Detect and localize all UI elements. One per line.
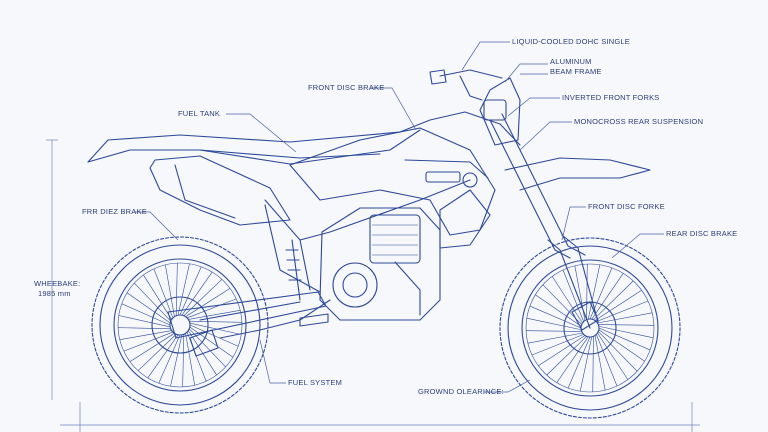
wheel-spoke <box>126 292 171 324</box>
front-end <box>429 69 651 331</box>
wheel-spoke <box>591 273 624 320</box>
wheel-spoke <box>137 334 177 371</box>
label-wheelbase-line1: WHEEBAKE: <box>34 279 80 288</box>
wheel-spoke <box>529 305 582 329</box>
wheel-spoke <box>586 264 588 320</box>
label-front-disc-brake-top: FRONT DISC BRAKE <box>308 83 384 92</box>
wheel-spoke <box>185 288 231 317</box>
label-frame-line1: ALUMINUM <box>550 57 592 66</box>
wheel-spoke <box>143 274 172 320</box>
wheel-spoke <box>535 294 582 327</box>
wheel-spoke <box>188 310 241 320</box>
wheel-spoke <box>567 336 591 389</box>
wheel-spoke <box>153 268 174 319</box>
wheel-spoke <box>119 330 172 340</box>
label-mono-suspension: MONOCROSS REAR SUSPENSION <box>574 117 703 126</box>
label-engine: LIQUID-COOLED DOHC SINGLE <box>512 37 630 46</box>
wheel-spoke <box>129 333 175 362</box>
wheel-spoke <box>597 312 653 324</box>
wheel-spoke <box>185 333 195 386</box>
wheel-spoke <box>118 327 171 330</box>
wheel-spoke <box>526 330 582 332</box>
wheel-spoke <box>598 327 651 351</box>
leader-lines <box>134 41 664 393</box>
wheel-spoke <box>177 263 190 316</box>
wheel-spoke <box>147 334 179 379</box>
wheel-spoke <box>551 276 583 324</box>
wheel-spoke <box>183 279 223 316</box>
wheel-spoke <box>179 266 202 316</box>
wheel-spoke <box>598 324 654 326</box>
wheel-spoke <box>556 336 589 383</box>
wheel-spoke <box>165 264 175 317</box>
wheel-spoke <box>587 264 601 320</box>
wheel-spoke <box>594 289 642 321</box>
wheel-spoke <box>598 325 654 339</box>
wheel-spoke <box>182 334 185 387</box>
wheel-spoke <box>121 303 171 326</box>
wheel-spoke <box>562 269 584 322</box>
label-frame-line2: BEAM FRAME <box>550 67 602 76</box>
wheel-spoke <box>579 336 593 392</box>
wheel-spoke <box>181 271 213 316</box>
wheel-spoke <box>546 336 587 376</box>
wheel-spoke <box>189 326 234 358</box>
label-rear-disc-brake: REAR DISC BRAKE <box>666 229 737 238</box>
wheel-spoke <box>531 334 584 356</box>
wheel-spoke <box>527 332 583 344</box>
label-inverted-forks: INVERTED FRONT FORKS <box>562 93 659 102</box>
wheel-spoke <box>123 331 174 352</box>
front-wheel <box>499 237 681 419</box>
wheel-spoke <box>189 328 226 368</box>
wheel-spoke <box>170 334 183 387</box>
rear-wheel <box>91 236 269 414</box>
label-front-disc-forks: FRONT DISC FORKE <box>588 202 665 211</box>
wheel-spoke <box>538 335 586 367</box>
wheel-spoke <box>594 335 606 391</box>
wheel-spoke <box>592 336 594 392</box>
wheel-spoke <box>593 280 634 320</box>
callout-labels: LIQUID-COOLED DOHC SINGLE ALUMINUM BEAM … <box>34 37 737 396</box>
wheel-spoke <box>596 300 649 322</box>
wheel-spoke <box>118 315 171 328</box>
rear-brake-caliper <box>189 329 219 357</box>
wheel-spoke <box>189 322 242 335</box>
wheel-spoke <box>188 330 217 376</box>
wheel-spoke <box>134 282 171 322</box>
dimension-lines <box>46 139 700 432</box>
wheel-spoke <box>526 317 582 331</box>
motorcycle-body <box>87 111 521 339</box>
wheel-spoke <box>186 298 237 319</box>
label-rear-brake-left: FRR DIEZ BRAKE <box>82 207 147 216</box>
label-wheelbase-line2: 1985 mm <box>38 289 71 298</box>
wheel-spoke <box>189 320 242 323</box>
wheel-spoke <box>158 334 181 384</box>
wheel-spoke <box>596 334 618 387</box>
wheel-spoke <box>175 263 178 316</box>
label-fuel-system: FUEL SYSTEM <box>288 378 342 387</box>
label-fuel-tank: FUEL TANK <box>178 109 220 118</box>
wheel-spoke <box>598 331 638 372</box>
wheel-spoke <box>598 329 645 362</box>
label-ground-clearance: GROWND OLEARINCE: <box>418 387 504 396</box>
wheel-spoke <box>597 332 629 380</box>
